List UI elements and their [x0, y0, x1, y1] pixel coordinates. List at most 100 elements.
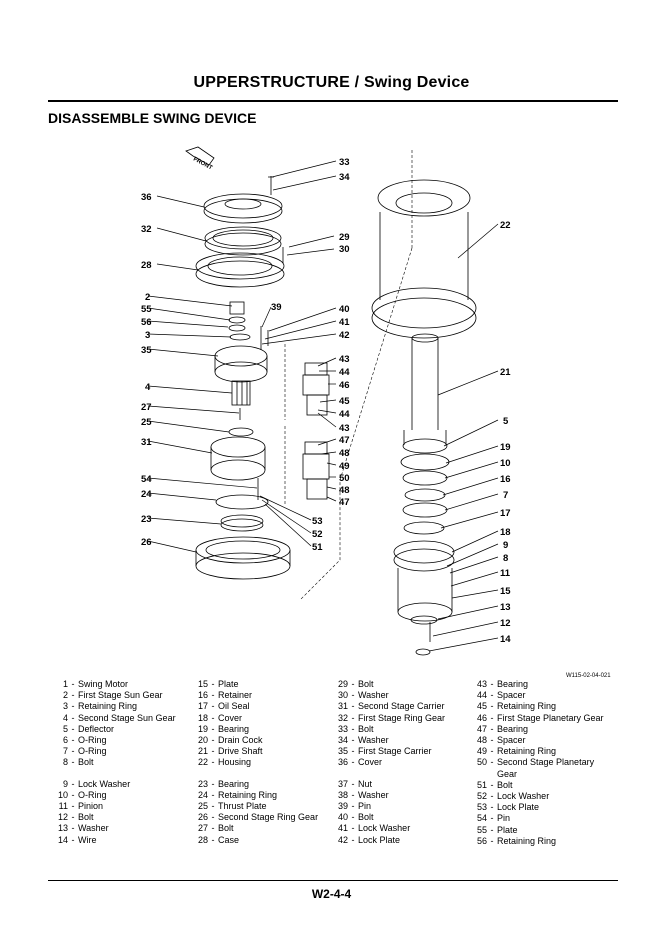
legend-item-number: 15	[197, 679, 208, 689]
legend-item-number: 43	[476, 679, 487, 689]
legend-item-number: 32	[337, 712, 348, 723]
legend-item-dash: -	[490, 712, 494, 723]
legend-item-label: Deflector	[78, 723, 115, 734]
legend-item-dash: -	[351, 735, 355, 746]
callout-15: 15	[500, 586, 511, 597]
legend-item-dash: -	[490, 735, 494, 746]
legend-item-label: Second Stage Planetary	[497, 757, 595, 768]
legend-item-label: Second Stage Ring Gear	[218, 812, 319, 823]
legend-item-number: 1	[62, 679, 68, 689]
callout-47: 47	[339, 435, 350, 446]
legend-item-number: 20	[197, 735, 208, 746]
legend-item-number: 23	[197, 778, 208, 789]
legend-item: 45-Retaining Ring	[473, 701, 604, 712]
callout-7: 7	[503, 490, 508, 501]
legend-item-dash: -	[490, 757, 494, 768]
legend-item-label: Case	[218, 834, 240, 845]
legend-item-dash: -	[211, 801, 215, 812]
legend-item-number: 35	[337, 746, 348, 757]
legend-item-label: Bolt	[358, 812, 374, 823]
legend-item: 49-Retaining Ring	[473, 746, 604, 757]
legend-item-number: 54	[476, 813, 487, 824]
legend-item-dash: -	[490, 779, 494, 790]
legend-item-dash: -	[490, 835, 494, 846]
legend-item-label: Swing Motor	[78, 679, 129, 689]
legend-item-label: Lock Plate	[358, 834, 401, 845]
legend-item-label: Drain Cock	[218, 735, 263, 746]
legend-item: 43-Bearing	[473, 679, 604, 690]
legend-item: 14-Wire	[54, 835, 176, 846]
legend-item-dash: -	[490, 791, 494, 802]
legend-item-dash: -	[351, 812, 355, 823]
legend-item-dash	[487, 769, 497, 780]
legend-item: 2-First Stage Sun Gear	[54, 690, 176, 701]
planetary-gear-stack-upper	[302, 362, 330, 416]
legend-item-number: 50	[476, 757, 487, 768]
legend-spacer	[54, 769, 176, 779]
callout-55: 55	[141, 304, 152, 315]
legend-item-number: 21	[197, 746, 208, 757]
legend-item: 23-Bearing	[194, 779, 318, 790]
legend-item-label: Lock Washer	[497, 791, 550, 802]
legend-item-dash: -	[211, 757, 215, 768]
second-stage-ring-gear-part	[195, 536, 291, 580]
callout-54: 54	[141, 474, 152, 485]
callout-3: 3	[145, 330, 150, 341]
legend-spacer	[334, 769, 445, 779]
callout-43: 43	[339, 354, 350, 365]
callout-32: 32	[141, 224, 152, 235]
legend-item-number: 8	[62, 757, 68, 768]
legend-item: 15-Plate	[194, 679, 318, 690]
header-divider	[48, 100, 618, 102]
callout-27: 27	[141, 402, 152, 413]
callout-31: 31	[141, 437, 152, 448]
legend-item-label: Drive Shaft	[218, 746, 263, 757]
legend-item-dash: -	[490, 701, 494, 712]
legend-spacer	[194, 769, 318, 779]
planetary-gear-stack-lower	[302, 441, 330, 500]
callout-50: 50	[339, 473, 350, 484]
legend-item: 35-First Stage Carrier	[334, 746, 445, 757]
callout-45: 45	[339, 396, 350, 407]
legend-item-number: 22	[197, 757, 208, 768]
legend-item-number: 49	[476, 746, 487, 757]
callout-48: 48	[339, 448, 350, 459]
legend-item-dash: -	[71, 701, 75, 712]
callout-19: 19	[500, 442, 511, 453]
legend-item-label: First Stage Sun Gear	[78, 690, 163, 701]
legend-item: 28-Case	[194, 835, 318, 846]
legend-item-label: Lock Washer	[78, 778, 131, 789]
legend-item-label: Washer	[358, 735, 389, 746]
legend-item-number: 39	[337, 801, 348, 812]
legend-item: 24-Retaining Ring	[194, 790, 318, 801]
legend-item: 52-Lock Washer	[473, 791, 604, 802]
legend-item-label: First Stage Planetary Gear	[497, 712, 604, 723]
legend-item-number: 18	[197, 712, 208, 723]
legend-item: 10-O-Ring	[54, 790, 176, 801]
legend-item-label: Bolt	[78, 812, 94, 823]
legend-item-number: 53	[476, 802, 487, 813]
legend-item: 40-Bolt	[334, 812, 445, 823]
legend-item-number: 33	[337, 723, 348, 734]
legend-item-dash: -	[351, 789, 355, 800]
legend-item-label: Pin	[358, 801, 372, 812]
callout-13: 13	[500, 602, 511, 613]
legend-item-label: Bolt	[358, 723, 374, 734]
legend-item-dash: -	[71, 834, 75, 845]
legend-item-dash: -	[490, 813, 494, 824]
callout-51: 51	[312, 542, 323, 553]
legend-item-number: 3	[62, 701, 68, 712]
callout-35: 35	[141, 345, 152, 356]
legend-item: 44-Spacer	[473, 690, 604, 701]
legend-item-dash: -	[351, 757, 355, 768]
legend-item-dash: -	[71, 723, 75, 734]
legend-item-label: Lock Plate	[497, 802, 540, 813]
legend-item-dash: -	[211, 735, 215, 746]
legend-item-number: 14	[57, 834, 68, 845]
legend-item-number: 12	[57, 812, 68, 823]
callout-42: 42	[339, 330, 350, 341]
callout-12: 12	[500, 618, 511, 629]
legend-item-dash: -	[71, 812, 75, 823]
